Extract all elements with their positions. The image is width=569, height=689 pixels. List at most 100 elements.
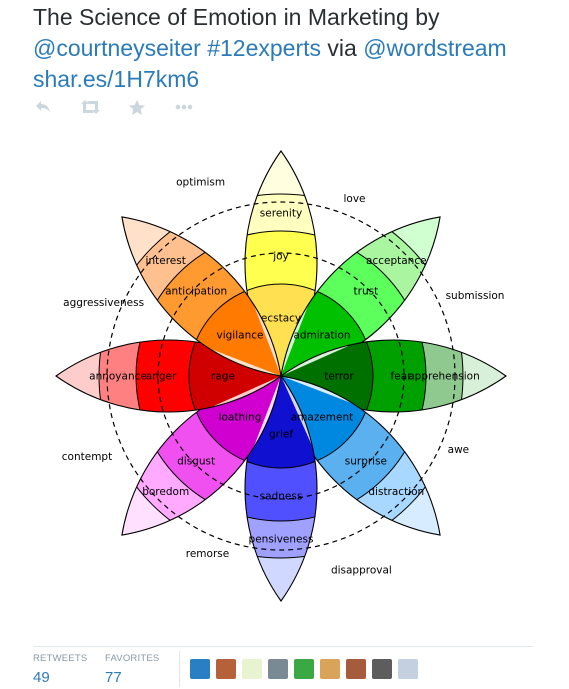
favorite-icon	[129, 99, 145, 115]
more-icon	[175, 104, 193, 110]
outer-dashed-ring	[106, 201, 456, 551]
label-anticipation: anticipation	[165, 286, 227, 298]
divider	[33, 646, 533, 647]
avatar-marketing-land[interactable]	[242, 659, 262, 679]
favorite-button[interactable]	[127, 98, 147, 116]
band-boundary	[194, 408, 249, 463]
label-pensiveness: pensiveness	[249, 534, 314, 546]
label-anger: anger	[146, 371, 177, 383]
mention-wordstream[interactable]: @wordstream	[363, 35, 507, 61]
favorites-label: FAVORITES	[105, 653, 160, 664]
label-interest: interest	[146, 255, 186, 267]
tweet-text-part: The Science of Emotion in Marketing by	[33, 4, 440, 30]
dyad-contempt: contempt	[62, 451, 112, 463]
band-boundary	[245, 283, 317, 293]
retweets-count: 49	[33, 669, 50, 686]
label-surprise: surprise	[345, 455, 387, 467]
label-apprehension: apprehension	[408, 371, 480, 383]
dyad-love: love	[343, 193, 365, 205]
favorites-stat[interactable]: FAVORITES 77	[105, 653, 159, 686]
band-boundary	[245, 541, 317, 559]
petal-inner-band	[281, 376, 367, 462]
petal-middle-band	[136, 340, 197, 412]
dyad-awe: awe	[448, 444, 469, 456]
petal-inner-band	[281, 340, 373, 412]
label-disgust: disgust	[177, 455, 215, 467]
band-boundary	[413, 340, 427, 412]
petal-outer-band	[413, 340, 463, 412]
label-admiration: admiration	[293, 330, 350, 342]
emotion-wheel-image[interactable]: ecstacyjoyserenityadmirationtrustaccepta…	[40, 140, 530, 640]
avatar-user-7[interactable]	[346, 659, 366, 679]
tweet-text: The Science of Emotion in Marketing by @…	[33, 2, 563, 95]
avatar-user-4[interactable]	[268, 659, 288, 679]
petal-outer-band	[245, 194, 317, 244]
label-grief: grief	[269, 429, 293, 441]
petal-middle-band	[245, 460, 317, 521]
label-annoyance: annoyance	[89, 371, 147, 383]
band-boundary	[121, 216, 216, 311]
tweet-actions	[33, 97, 221, 117]
avatar-user-6[interactable]	[320, 659, 340, 679]
band-boundary	[194, 289, 249, 344]
more-button[interactable]	[174, 98, 194, 116]
band-boundary	[346, 441, 441, 536]
band-boundary	[245, 508, 317, 522]
label-loathing: loathing	[219, 412, 262, 424]
petal-inner-band	[195, 290, 281, 376]
retweet-icon	[80, 100, 100, 114]
label-joy: joy	[272, 251, 289, 263]
hashtag-link[interactable]: #12experts	[207, 35, 322, 61]
band-boundary	[135, 340, 149, 412]
label-boredom: boredom	[142, 486, 189, 498]
petal-inner-band	[281, 290, 367, 376]
label-fear: fear	[391, 371, 413, 383]
petal-inner-band	[245, 284, 317, 376]
band-boundary	[245, 230, 317, 244]
stats-separator	[179, 651, 180, 687]
band-boundary	[121, 441, 216, 536]
label-vigilance: vigilance	[217, 330, 264, 342]
avatar-wordstream[interactable]	[190, 659, 210, 679]
petal-outer-band	[245, 508, 317, 558]
favoriters-avatars	[190, 659, 424, 679]
retweets-label: RETWEETS	[33, 653, 88, 664]
petal-inner-band	[195, 376, 281, 462]
petal-outline	[121, 216, 282, 377]
mention-courtneyseiter[interactable]: @courtneyseiter	[33, 35, 201, 61]
band-boundary	[346, 216, 441, 311]
retweets-stat[interactable]: RETWEETS 49	[33, 653, 87, 686]
petal-inner-band	[245, 376, 317, 468]
avatar-user-5[interactable]	[294, 659, 314, 679]
reply-button[interactable]	[33, 98, 53, 116]
label-distraction: distraction	[368, 486, 424, 498]
dyad-remorse: remorse	[186, 548, 229, 560]
label-trust: trust	[354, 286, 379, 298]
avatar-user-8[interactable]	[372, 659, 392, 679]
avatar-user-9[interactable]	[398, 659, 418, 679]
label-rage: rage	[211, 371, 235, 383]
dyad-submission: submission	[446, 290, 505, 302]
label-sadness: sadness	[260, 491, 303, 503]
petal-outer-band	[99, 340, 149, 412]
petal-inner-band	[189, 340, 281, 412]
favorites-count: 77	[105, 669, 122, 686]
band-boundary	[245, 193, 317, 211]
tweet-link[interactable]: shar.es/1H7km6	[33, 66, 200, 92]
label-ecstacy: ecstacy	[261, 313, 301, 325]
band-boundary	[245, 459, 317, 469]
band-boundary	[188, 340, 198, 412]
avatar-user-2[interactable]	[216, 659, 236, 679]
tweet-text-part: via	[327, 35, 357, 61]
dyad-aggressiveness: aggressiveness	[63, 297, 144, 309]
retweet-button[interactable]	[80, 98, 100, 116]
petal-middle-band	[245, 231, 317, 292]
inner-dashed-ring	[157, 252, 405, 500]
label-amazement: amazement	[291, 412, 354, 424]
band-boundary	[364, 340, 374, 412]
dyad-disapproval: disapproval	[331, 565, 392, 577]
band-boundary	[446, 340, 464, 412]
band-boundary	[313, 408, 368, 463]
dyad-optimism: optimism	[176, 177, 225, 189]
band-boundary	[313, 289, 368, 344]
